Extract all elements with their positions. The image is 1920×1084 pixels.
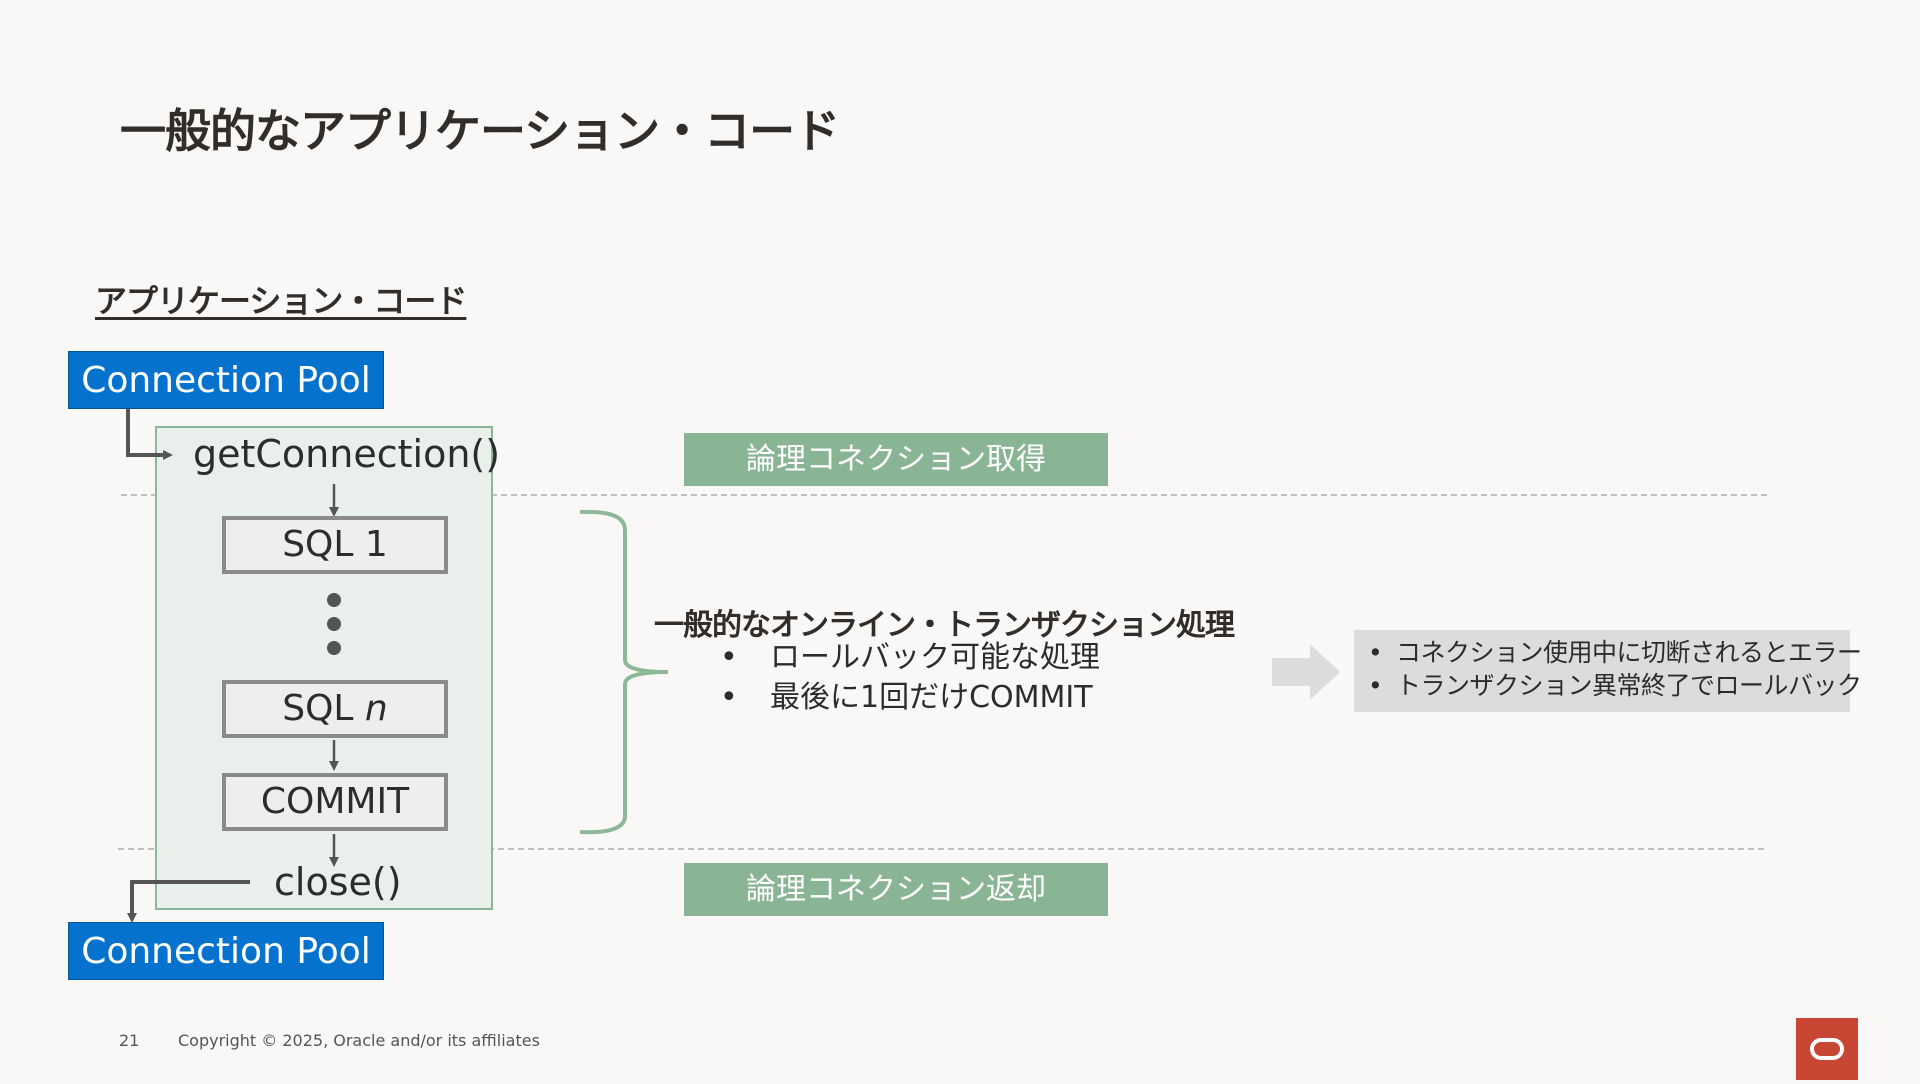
connection-pool-bottom: Connection Pool: [68, 922, 384, 980]
list-item: ロールバック可能な処理: [720, 638, 1100, 678]
top-divider: [121, 494, 1767, 496]
right-arrow-icon: [1272, 644, 1340, 700]
section-heading: アプリケーション・コード: [95, 282, 467, 320]
ellipsis-dot: [327, 641, 341, 655]
sql-1-box: SQL 1: [222, 516, 448, 574]
ellipsis-dot: [327, 617, 341, 631]
error-notes-box: コネクション使用中に切断されるとエラー トランザクション異常終了でロールバック: [1354, 630, 1862, 712]
transaction-bullets: ロールバック可能な処理 最後に1回だけCOMMIT: [720, 638, 1100, 718]
close-to-pool-connector: [127, 880, 250, 923]
oracle-logo-icon: [1796, 1018, 1858, 1080]
sql-n-box: SQL n: [222, 680, 448, 738]
transaction-brace: [579, 509, 669, 835]
bottom-divider: [118, 848, 1764, 850]
get-connection-label: getConnection(): [193, 432, 501, 476]
pool-to-get-connector: [126, 409, 173, 460]
sql-n-variable: n: [364, 688, 388, 729]
ellipsis-dot: [327, 593, 341, 607]
sql-n-prefix: SQL: [282, 688, 365, 729]
connection-pool-top: Connection Pool: [68, 351, 384, 409]
error-notes-list: コネクション使用中に切断されるとエラー トランザクション異常終了でロールバック: [1368, 636, 1862, 702]
page-number: 21: [119, 1031, 140, 1050]
slide-title: 一般的なアプリケーション・コード: [120, 104, 840, 158]
commit-box: COMMIT: [222, 773, 448, 831]
close-label: close(): [274, 860, 402, 904]
copyright: Copyright © 2025, Oracle and/or its affi…: [178, 1031, 540, 1050]
list-item: 最後に1回だけCOMMIT: [720, 678, 1100, 718]
list-item: トランザクション異常終了でロールバック: [1368, 669, 1862, 702]
release-connection-label: 論理コネクション返却: [684, 863, 1108, 916]
acquire-connection-label: 論理コネクション取得: [684, 433, 1108, 486]
list-item: コネクション使用中に切断されるとエラー: [1368, 636, 1862, 669]
